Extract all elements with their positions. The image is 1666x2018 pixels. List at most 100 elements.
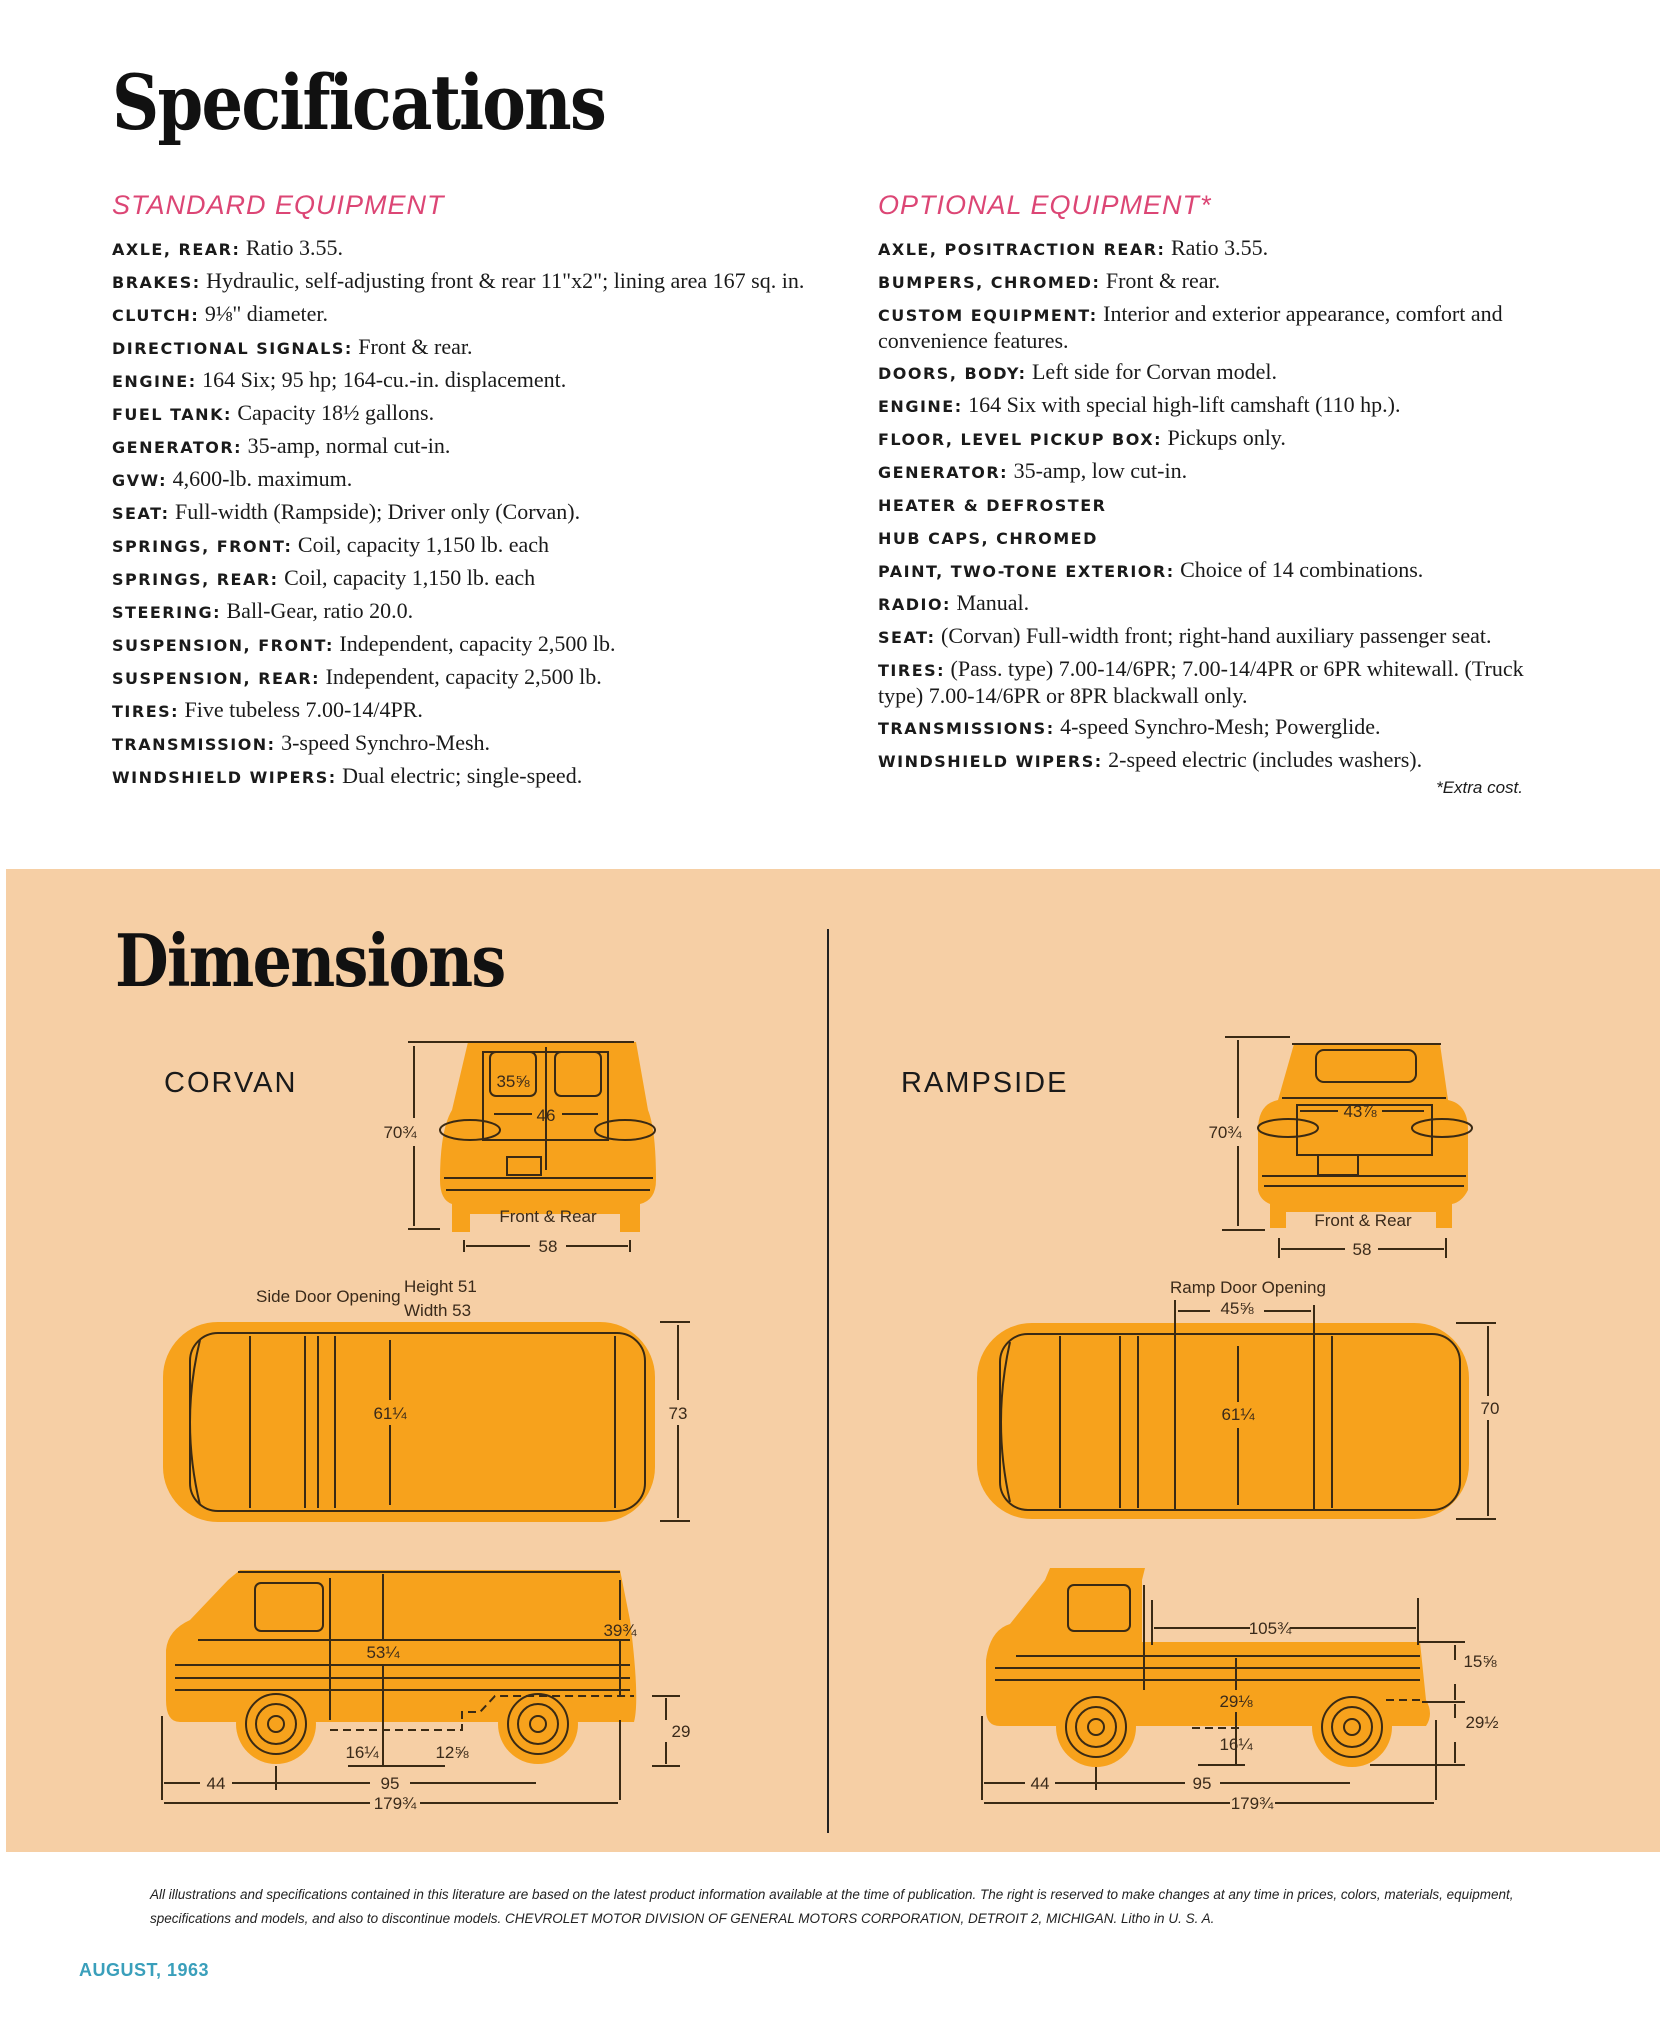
corvan-top-view xyxy=(163,1321,690,1522)
spec-value: Dual electric; single-speed. xyxy=(336,763,583,788)
corvan-interior-height: 53¼ xyxy=(366,1643,400,1662)
spec-item: DIRECTIONAL SIGNALS: Front & rear. xyxy=(112,334,812,361)
standard-equipment-list: AXLE, REAR: Ratio 3.55. BRAKES: Hydraulic… xyxy=(112,235,812,790)
spec-label: BRAKES: xyxy=(112,273,201,292)
rampside-label: RAMPSIDE xyxy=(901,1067,1068,1099)
spec-label: GENERATOR: xyxy=(112,438,243,457)
spec-value: Front & rear. xyxy=(1100,268,1221,293)
spec-label: FLOOR, LEVEL PICKUP BOX: xyxy=(878,430,1163,449)
spec-value: Five tubeless 7.00-14/4PR. xyxy=(179,697,423,722)
side-door-height: Height 51 xyxy=(404,1277,477,1296)
spec-label: HEATER & DEFROSTER xyxy=(878,496,1107,515)
corvan-wheelbase: 95 xyxy=(381,1774,400,1793)
spec-value: Full-width (Rampside); Driver only (Corv… xyxy=(169,499,581,524)
spec-label: TIRES: xyxy=(878,661,946,680)
spec-item: ENGINE: 164 Six; 95 hp; 164-cu.-in. disp… xyxy=(112,367,812,394)
spec-value: 35-amp, low cut-in. xyxy=(1008,458,1188,483)
spec-item: GENERATOR: 35-amp, normal cut-in. xyxy=(112,433,812,460)
publication-date: AUGUST, 1963 xyxy=(79,1960,210,1980)
corvan-inner-width: 61¼ xyxy=(373,1404,407,1423)
optional-equipment-list: AXLE, POSITRACTION REAR: Ratio 3.55.BUMP… xyxy=(878,235,1568,774)
spec-value: 164 Six; 95 hp; 164-cu.-in. displacement… xyxy=(196,367,567,392)
spec-item: BUMPERS, CHROMED: Front & rear. xyxy=(878,268,1568,295)
extra-cost-note: *Extra cost. xyxy=(1436,778,1523,797)
ramp-door-width: 45⅝ xyxy=(1220,1299,1254,1318)
spec-label: STEERING: xyxy=(112,603,221,622)
spec-value: Manual. xyxy=(950,590,1030,615)
spec-value: 35-amp, normal cut-in. xyxy=(242,433,451,458)
spec-label: DOORS, BODY: xyxy=(878,364,1027,383)
spec-value: Independent, capacity 2,500 lb. xyxy=(333,631,616,656)
spec-value: Independent, capacity 2,500 lb. xyxy=(320,664,602,689)
corvan-tread: 58 xyxy=(539,1237,558,1256)
corvan-rear-height: 70¾ xyxy=(383,1123,417,1142)
spec-value: Pickups only. xyxy=(1162,425,1286,450)
spec-item: GENERATOR: 35-amp, low cut-in. xyxy=(878,458,1568,485)
rampside-overall-length: 179¾ xyxy=(1231,1794,1274,1813)
standard-equipment-section: STANDARD EQUIPMENT AXLE, REAR: Ratio 3.5… xyxy=(112,190,812,796)
spec-value: Coil, capacity 1,150 lb. each xyxy=(278,565,536,590)
spec-item: SUSPENSION, FRONT: Independent, capacity… xyxy=(112,631,812,658)
spec-item: SPRINGS, REAR: Coil, capacity 1,150 lb. … xyxy=(112,565,812,592)
spec-label: GVW: xyxy=(112,471,168,490)
rampside-rear-view xyxy=(1222,1036,1473,1258)
rampside-rear-height-side: 29½ xyxy=(1465,1713,1498,1732)
rampside-front-overhang: 44 xyxy=(1031,1774,1050,1793)
spec-label: RADIO: xyxy=(878,595,951,614)
spec-label: AXLE, REAR: xyxy=(112,240,241,259)
corvan-door-width: 46 xyxy=(537,1106,556,1125)
spec-value: 4-speed Synchro-Mesh; Powerglide. xyxy=(1054,714,1381,739)
corvan-overall-width: 73 xyxy=(669,1404,688,1423)
spec-label: TRANSMISSIONS: xyxy=(878,719,1055,738)
spec-item: GVW: 4,600-lb. maximum. xyxy=(112,466,812,493)
spec-value: Choice of 14 combinations. xyxy=(1174,557,1424,582)
corvan-rear-caption: Front & Rear xyxy=(499,1207,597,1226)
spec-value: 164 Six with special high-lift camshaft … xyxy=(962,392,1401,417)
spec-label: SUSPENSION, REAR: xyxy=(112,669,321,688)
spec-label: GENERATOR: xyxy=(878,463,1009,482)
spec-label: BUMPERS, CHROMED: xyxy=(878,273,1101,292)
spec-label: TIRES: xyxy=(112,702,180,721)
spec-value: 9⅛" diameter. xyxy=(199,301,329,326)
corvan-floor-rear: 12⅝ xyxy=(435,1743,469,1762)
legal-disclaimer: All illustrations and specifications con… xyxy=(150,1887,1514,1926)
rampside-bed-length: 105¾ xyxy=(1249,1619,1292,1638)
side-door-width: Width 53 xyxy=(404,1301,471,1320)
spec-item: CUSTOM EQUIPMENT: Interior and exterior … xyxy=(878,301,1568,353)
spec-item: STEERING: Ball-Gear, ratio 20.0. xyxy=(112,598,812,625)
corvan-bumper-height: 29 xyxy=(672,1722,691,1741)
corvan-side-view xyxy=(161,1570,680,1804)
spec-label: SEAT: xyxy=(112,504,170,523)
rampside-wheelbase: 95 xyxy=(1193,1774,1212,1793)
spec-item: WINDSHIELD WIPERS: 2-speed electric (inc… xyxy=(878,747,1568,774)
side-door-opening-label: Side Door Opening xyxy=(256,1287,401,1306)
spec-item: ENGINE: 164 Six with special high-lift c… xyxy=(878,392,1568,419)
spec-item: AXLE, REAR: Ratio 3.55. xyxy=(112,235,812,262)
spec-item: TRANSMISSION: 3-speed Synchro-Mesh. xyxy=(112,730,812,757)
spec-item: BRAKES: Hydraulic, self-adjusting front … xyxy=(112,268,812,295)
spec-value: Interior and exterior appearance, comfor… xyxy=(878,301,1503,353)
spec-item: SPRINGS, FRONT: Coil, capacity 1,150 lb.… xyxy=(112,532,812,559)
rampside-rear-height: 70¾ xyxy=(1208,1123,1242,1142)
rampside-top-view xyxy=(977,1300,1496,1520)
standard-equipment-heading: STANDARD EQUIPMENT xyxy=(112,190,445,220)
dimensions-title: Dimensions xyxy=(115,918,506,1003)
spec-item: TRANSMISSIONS: 4-speed Synchro-Mesh; Pow… xyxy=(878,714,1568,741)
spec-label: DIRECTIONAL SIGNALS: xyxy=(112,339,353,358)
corvan-front-overhang: 44 xyxy=(207,1774,226,1793)
spec-label: SPRINGS, FRONT: xyxy=(112,537,293,556)
spec-value: Coil, capacity 1,150 lb. each xyxy=(292,532,549,557)
spec-label: ENGINE: xyxy=(112,372,197,391)
corvan-floor-front: 16¼ xyxy=(345,1743,379,1762)
corvan-rear-height-side: 39¾ xyxy=(603,1621,637,1640)
spec-value: 2-speed electric (includes washers). xyxy=(1102,747,1423,772)
spec-item: SUSPENSION, REAR: Independent, capacity … xyxy=(112,664,812,691)
spec-item: CLUTCH: 9⅛" diameter. xyxy=(112,301,812,328)
spec-item: WINDSHIELD WIPERS: Dual electric; single… xyxy=(112,763,812,790)
spec-label: WINDSHIELD WIPERS: xyxy=(112,768,337,787)
optional-equipment-section: OPTIONAL EQUIPMENT* AXLE, POSITRACTION R… xyxy=(878,190,1568,798)
rampside-gate-width: 43⅞ xyxy=(1343,1102,1377,1121)
spec-value: (Pass. type) 7.00-14/6PR; 7.00-14/4PR or… xyxy=(878,656,1524,708)
spec-value: Capacity 18½ gallons. xyxy=(231,400,435,425)
